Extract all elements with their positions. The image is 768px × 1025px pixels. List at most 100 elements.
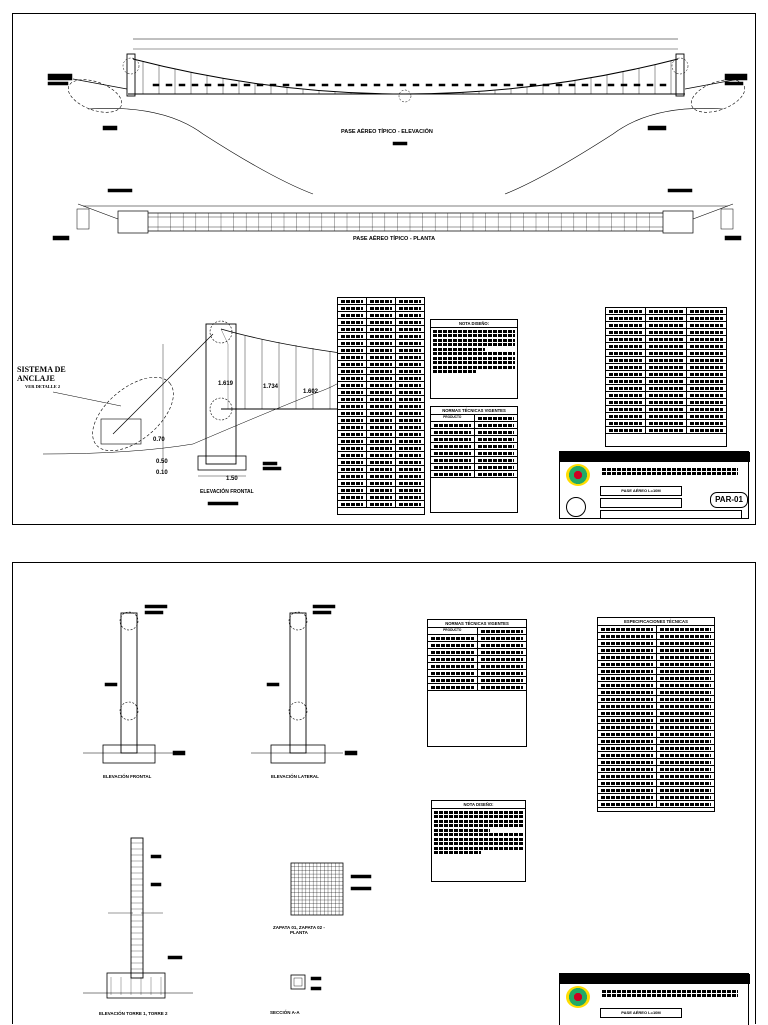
tower-lateral-top — [288, 611, 308, 631]
table-row — [606, 308, 726, 315]
label-block — [312, 610, 332, 615]
table-row — [338, 438, 424, 445]
deck-label — [347, 83, 355, 87]
deck-label — [360, 83, 368, 87]
label-block — [150, 854, 162, 859]
label-block — [392, 141, 408, 146]
table-row — [338, 389, 424, 396]
nota-title: NOTA DISEÑO: — [431, 320, 517, 328]
terrain-right — [504, 108, 724, 195]
especificaciones-title: ESPECIFICACIONES TÉCNICAS — [598, 618, 714, 626]
deck-label — [516, 83, 524, 87]
anchor-cable-left — [72, 78, 128, 90]
label-block — [102, 125, 118, 131]
anchor-detail-ellipse — [92, 376, 174, 452]
tower-frontal-footing — [102, 744, 156, 764]
table-row — [598, 710, 714, 717]
deck-label — [295, 83, 303, 87]
dim-label-3: 1.602 — [303, 389, 319, 395]
table-row — [338, 375, 424, 382]
table-row — [598, 731, 714, 738]
materials-table — [337, 297, 425, 515]
deck-label — [464, 83, 472, 87]
deck-label — [243, 83, 251, 87]
table-row — [598, 801, 714, 808]
elevacion-torre-title: ELEVACIÓN TORRE 1, TORRE 2 — [99, 1011, 168, 1016]
table-row — [606, 322, 726, 329]
table-row — [598, 661, 714, 668]
table-row — [338, 340, 424, 347]
table-row — [338, 473, 424, 480]
table-row — [338, 501, 424, 508]
tower-lateral-mid — [288, 701, 308, 721]
plan-anchor-right — [692, 203, 734, 220]
table-row — [598, 675, 714, 682]
deck-label — [230, 83, 238, 87]
table-row — [338, 361, 424, 368]
table-row — [606, 399, 726, 406]
deck-label — [334, 83, 342, 87]
deck-label — [451, 83, 459, 87]
table-row — [598, 766, 714, 773]
deck-label — [412, 83, 420, 87]
table-row — [606, 350, 726, 357]
title-block-line-2: PASE AÉREO L=10M — [600, 1008, 682, 1018]
label-block — [172, 750, 186, 756]
table-row — [606, 378, 726, 385]
deck-label — [217, 83, 225, 87]
deck-label — [542, 83, 550, 87]
deck-label — [152, 83, 160, 87]
deck-label — [191, 83, 199, 87]
deck-label — [399, 83, 407, 87]
table-row — [338, 403, 424, 410]
table-row — [598, 647, 714, 654]
anchor-label: SISTEMA DE ANCLAJE — [17, 365, 66, 383]
elevation-title: PASE AÉREO TÍPICO - ELEVACIÓN — [341, 129, 433, 135]
plan-anchor-block-left — [76, 208, 90, 230]
table-row — [338, 326, 424, 333]
label-block — [724, 235, 742, 241]
detail-cable — [220, 328, 349, 355]
deck-label — [178, 83, 186, 87]
deck-label — [477, 83, 485, 87]
label-block — [312, 604, 336, 609]
plan-abutment-right — [662, 210, 694, 234]
deck-label — [659, 83, 667, 87]
deck-label — [204, 83, 212, 87]
table-row — [598, 633, 714, 640]
title-block: PASE AÉREO L=10M PAR-01 — [559, 451, 750, 519]
normas-title: NORMAS TÉCNICAS VIGENTES — [431, 407, 517, 415]
tower-column — [205, 323, 237, 465]
length-table — [605, 307, 727, 447]
label-block — [724, 73, 748, 81]
tower-lateral-column — [289, 612, 307, 754]
deck-label — [529, 83, 537, 87]
label-block — [144, 604, 168, 609]
table-row — [606, 427, 726, 434]
label-block — [266, 682, 280, 687]
label-block — [144, 610, 164, 615]
table-row — [338, 452, 424, 459]
label-block — [207, 501, 239, 506]
table-row — [338, 459, 424, 466]
deck-label — [503, 83, 511, 87]
deck-label — [386, 83, 394, 87]
table-row — [606, 343, 726, 350]
deck-label — [269, 83, 277, 87]
sheet2-linework — [83, 604, 372, 999]
table-row — [598, 668, 714, 675]
tower-left — [126, 53, 136, 97]
deck-label — [633, 83, 641, 87]
front-elevation-title-2: ELEVACIÓN FRONTAL — [103, 774, 152, 779]
normas-table: NORMAS TÉCNICAS VIGENTES PRODUCTO — [430, 406, 518, 513]
table-row — [598, 703, 714, 710]
table-row — [606, 329, 726, 336]
deck-label — [555, 83, 563, 87]
sheet-code: PAR-01 — [710, 492, 748, 508]
table-row — [606, 357, 726, 364]
plan-title: PASE AÉREO TÍPICO - PLANTA — [353, 236, 436, 242]
section-aa-rebar — [293, 977, 303, 987]
table-row — [598, 787, 714, 794]
tower-lateral-footing — [270, 744, 326, 764]
table-row — [338, 396, 424, 403]
